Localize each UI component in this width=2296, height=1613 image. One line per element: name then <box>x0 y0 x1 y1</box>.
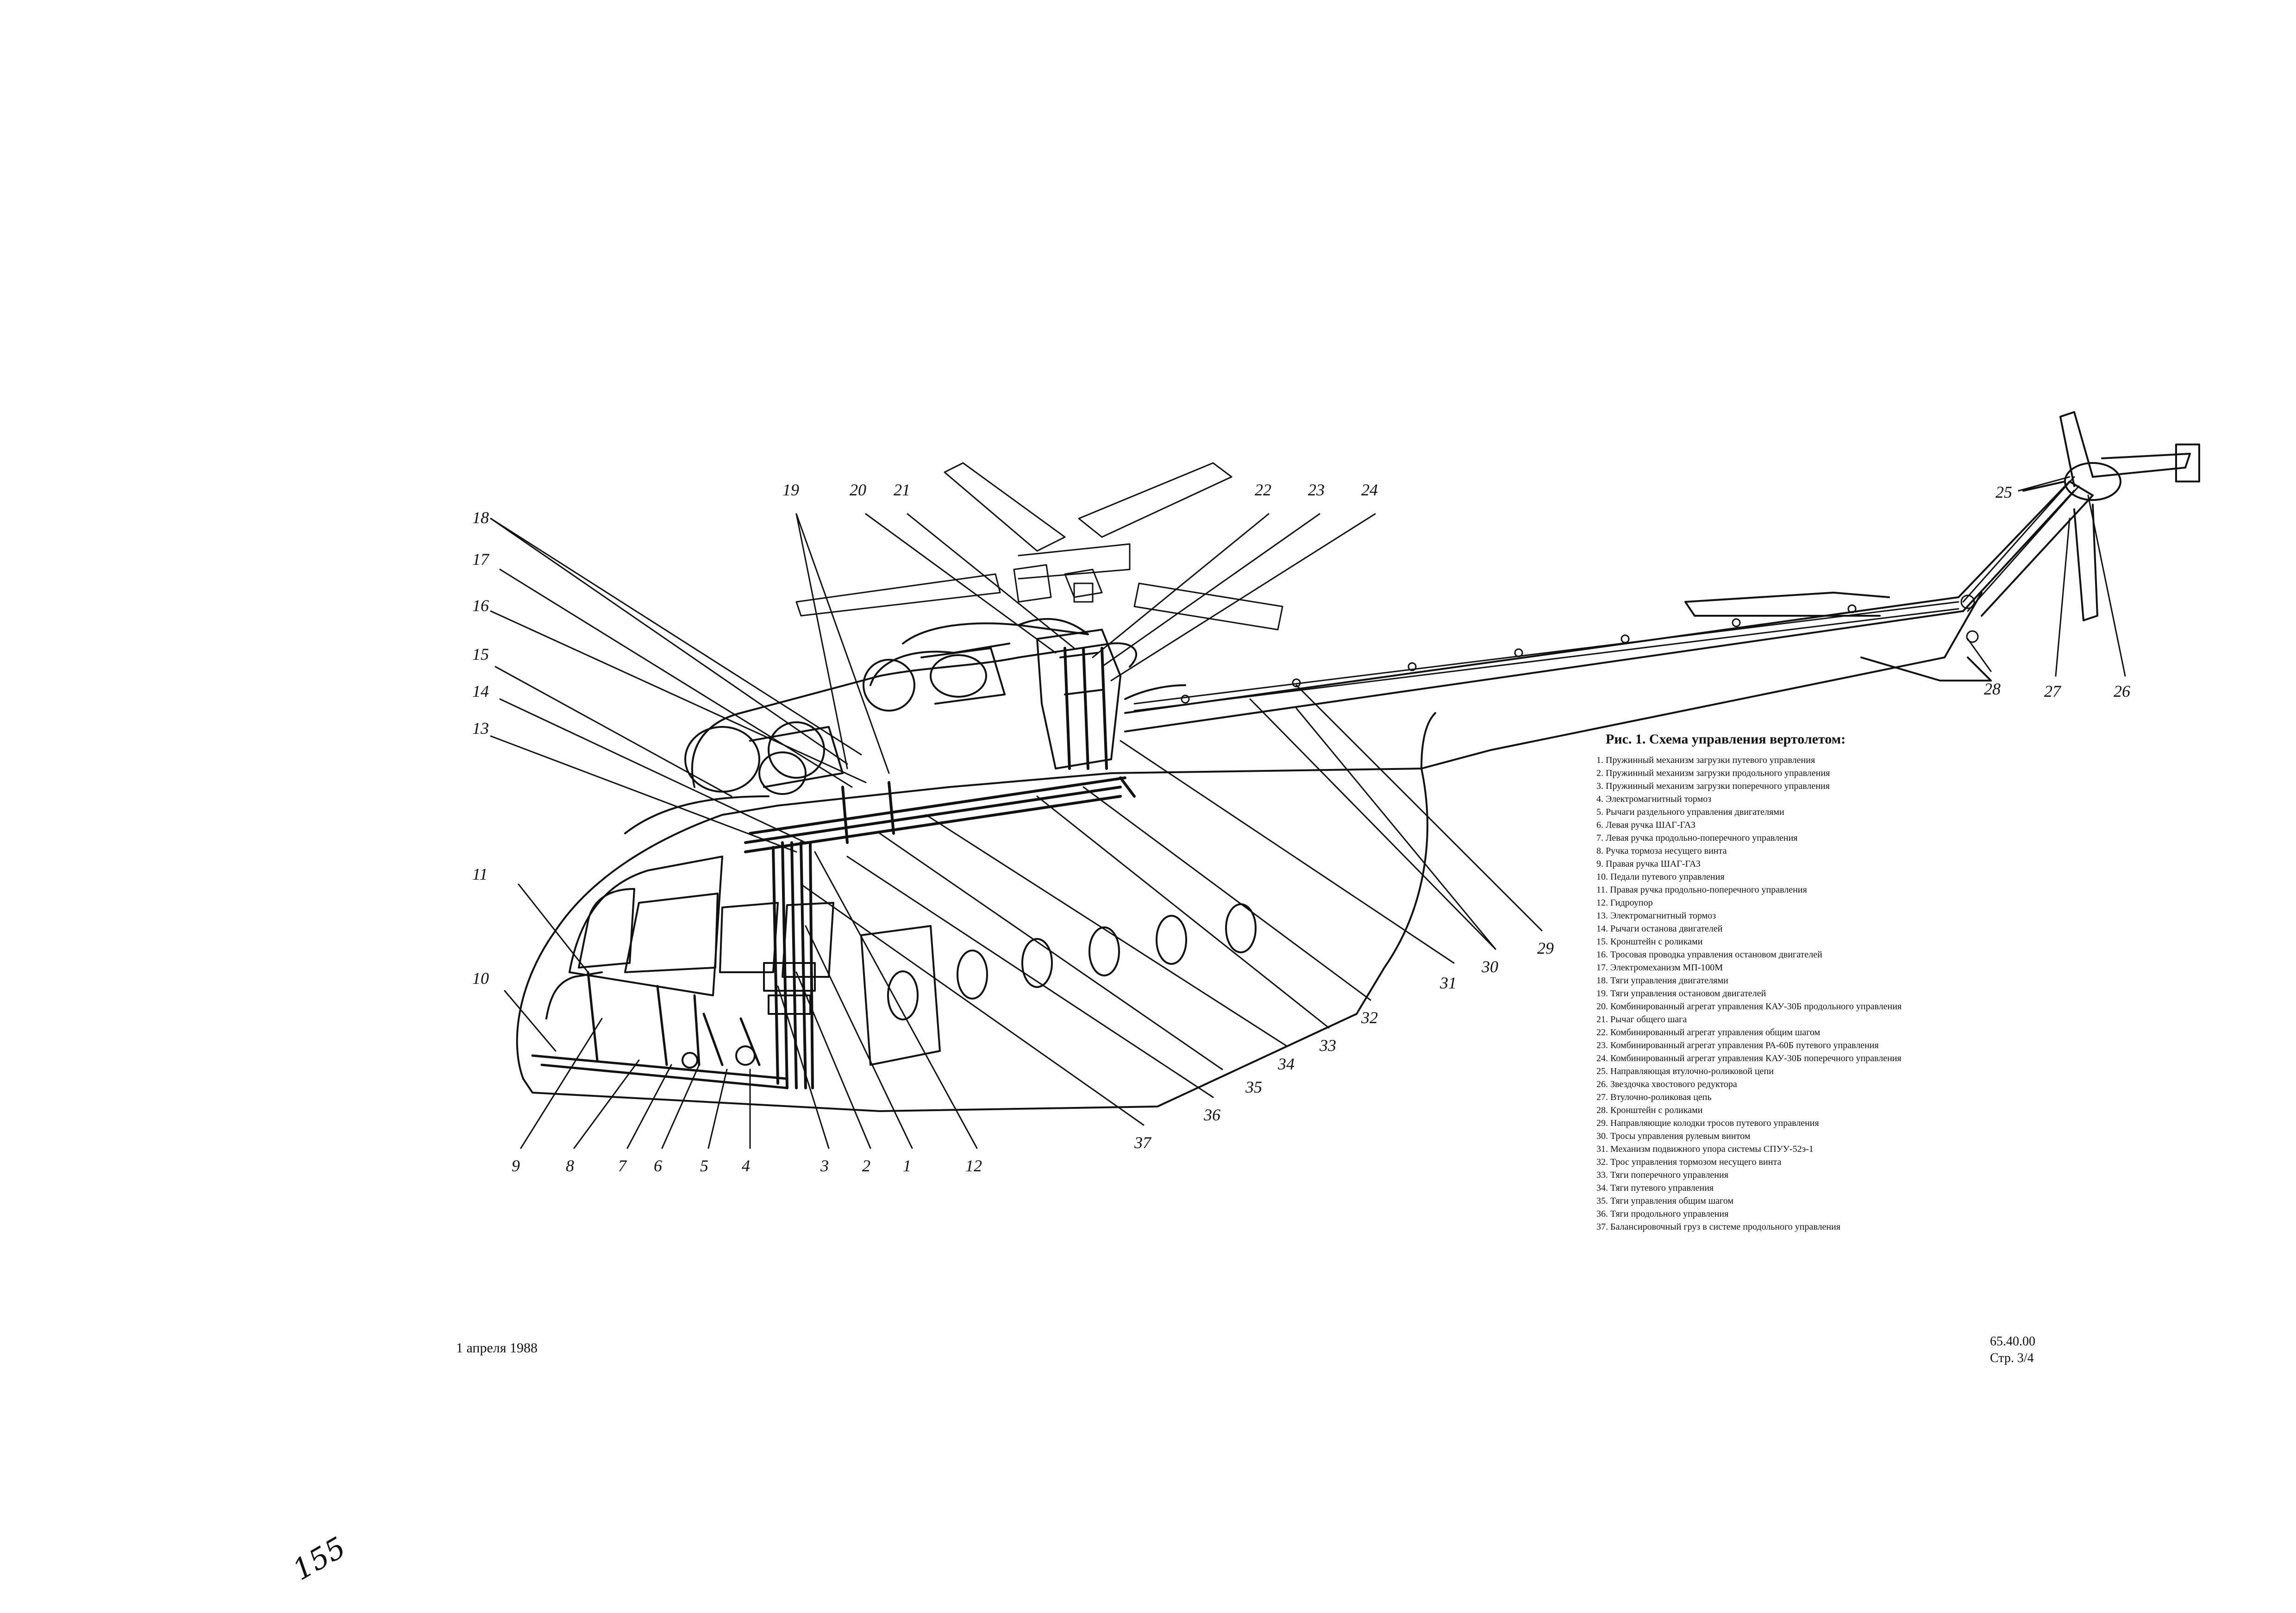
callout-15: 15 <box>472 645 489 663</box>
legend-item: 19. Тяги управления остановом двигателей <box>1596 988 1766 999</box>
callout-28: 28 <box>1984 680 2001 698</box>
legend-item: 17. Электромеханизм МП-100М <box>1596 963 1723 973</box>
control-linkages <box>531 476 2080 1089</box>
legend-item: 24. Комбинированный агрегат управления К… <box>1596 1053 1902 1063</box>
callout-6: 6 <box>654 1157 662 1175</box>
legend-item: 34. Тяги путевого управления <box>1596 1183 1714 1193</box>
page-number: Стр. 3/4 <box>1990 1351 2034 1365</box>
callout-26: 26 <box>2114 682 2130 700</box>
legend-item: 16. Тросовая проводка управления останов… <box>1596 950 1822 960</box>
legend-list: 1. Пружинный механизм загрузки путевого … <box>1596 754 1958 1233</box>
legend-item: 26. Звездочка хвостового редуктора <box>1596 1079 1737 1089</box>
callout-33: 33 <box>1319 1036 1336 1055</box>
callout-35: 35 <box>1245 1078 1262 1096</box>
legend-item: 18. Тяги управления двигателями <box>1596 975 1728 986</box>
callout-12: 12 <box>965 1157 982 1175</box>
callout-34: 34 <box>1277 1055 1295 1073</box>
section-code: 65.40.00 <box>1990 1334 2035 1349</box>
legend-item: 35. Тяги управления общим шагом <box>1596 1196 1733 1206</box>
legend-item: 6. Левая ручка ШАГ-ГАЗ <box>1596 820 1695 830</box>
legend-item: 2. Пружинный механизм загрузки продольно… <box>1596 768 1830 778</box>
callout-5: 5 <box>700 1157 708 1175</box>
leader-lines <box>490 476 2126 1149</box>
callout-20: 20 <box>850 481 866 499</box>
legend-item: 23. Комбинированный агрегат управления Р… <box>1596 1040 1879 1050</box>
figure-title: Рис. 1. Схема управления вертолетом: <box>1606 731 1846 747</box>
callout-23: 23 <box>1308 481 1325 499</box>
legend-item: 3. Пружинный механизм загрузки поперечно… <box>1596 781 1830 791</box>
legend-item: 8. Ручка тормоза несущего винта <box>1596 846 1727 856</box>
callout-21: 21 <box>894 481 910 499</box>
engine-nacelles <box>684 618 1138 795</box>
callout-32: 32 <box>1361 1008 1378 1027</box>
callout-36: 36 <box>1203 1106 1220 1124</box>
fuselage-outline <box>516 592 1983 1112</box>
legend: Рис. 1. Схема управления вертолетом: 1. … <box>1596 731 1958 1233</box>
document-code: 65.40.00 Стр. 3/4 <box>1990 1333 2035 1367</box>
legend-item: 36. Тяги продольного управления <box>1596 1209 1729 1219</box>
callout-8: 8 <box>566 1157 574 1175</box>
callout-17: 17 <box>472 550 490 569</box>
callout-labels: 1 2 3 4 5 6 7 8 9 10 11 12 13 14 15 16 1… <box>472 481 2130 1175</box>
cable-guides <box>1181 594 1979 704</box>
legend-item: 15. Кронштейн с роликами <box>1596 937 1703 947</box>
legend-item: 29. Направляющие колодки тросов путевого… <box>1596 1118 1819 1128</box>
legend-item: 12. Гидроупор <box>1596 898 1653 908</box>
legend-item: 30. Тросы управления рулевым винтом <box>1596 1131 1751 1141</box>
callout-3: 3 <box>820 1157 829 1175</box>
main-rotor <box>795 462 1283 631</box>
callout-19: 19 <box>782 481 799 499</box>
callout-24: 24 <box>1361 481 1378 499</box>
callout-11: 11 <box>472 865 488 883</box>
callout-13: 13 <box>472 719 489 738</box>
document-date: 1 апреля 1988 <box>456 1340 538 1356</box>
legend-item: 33. Тяги поперечного управления <box>1596 1170 1728 1180</box>
callout-30: 30 <box>1481 957 1498 976</box>
legend-item: 11. Правая ручка продольно-поперечного у… <box>1596 885 1807 895</box>
legend-item: 37. Балансировочный груз в системе продо… <box>1596 1222 1841 1232</box>
callout-22: 22 <box>1255 481 1271 499</box>
callout-18: 18 <box>472 508 489 527</box>
callout-2: 2 <box>862 1157 870 1175</box>
callout-10: 10 <box>472 969 489 988</box>
legend-item: 22. Комбинированный агрегат управления о… <box>1596 1027 1821 1038</box>
callout-37: 37 <box>1134 1133 1152 1152</box>
callout-9: 9 <box>512 1157 520 1175</box>
legend-item: 4. Электромагнитный тормоз <box>1596 794 1712 804</box>
callout-7: 7 <box>618 1157 627 1175</box>
legend-item: 7. Левая ручка продольно-поперечного упр… <box>1596 833 1798 843</box>
legend-item: 32. Трос управления тормозом несущего ви… <box>1596 1157 1782 1167</box>
legend-item: 9. Правая ручка ШАГ-ГАЗ <box>1596 859 1701 869</box>
legend-item: 5. Рычаги раздельного управления двигате… <box>1596 807 1784 817</box>
callout-29: 29 <box>1537 939 1554 957</box>
legend-item: 13. Электромагнитный тормоз <box>1596 911 1716 921</box>
callout-31: 31 <box>1439 974 1457 992</box>
cabin-windows <box>887 903 1257 1020</box>
callout-4: 4 <box>742 1157 750 1175</box>
legend-item: 14. Рычаги останова двигателей <box>1596 924 1723 934</box>
tail-boom <box>1124 411 2200 732</box>
callout-16: 16 <box>472 596 489 615</box>
legend-item: 27. Втулочно-роликовая цепь <box>1596 1092 1712 1102</box>
legend-item: 25. Направляющая втулочно-роликовой цепи <box>1596 1066 1774 1076</box>
callout-1: 1 <box>903 1157 911 1175</box>
legend-item: 20. Комбинированный агрегат управления К… <box>1596 1001 1902 1012</box>
callout-27: 27 <box>2044 682 2062 700</box>
legend-item: 28. Кронштейн с роликами <box>1596 1105 1703 1115</box>
legend-item: 10. Педали путевого управления <box>1596 872 1725 882</box>
legend-item: 1. Пружинный механизм загрузки путевого … <box>1596 755 1815 765</box>
callout-14: 14 <box>472 682 489 700</box>
legend-item: 31. Механизм подвижного упора системы СП… <box>1596 1144 1814 1154</box>
legend-item: 21. Рычаг общего шага <box>1596 1014 1687 1025</box>
callout-25: 25 <box>1996 483 2012 501</box>
